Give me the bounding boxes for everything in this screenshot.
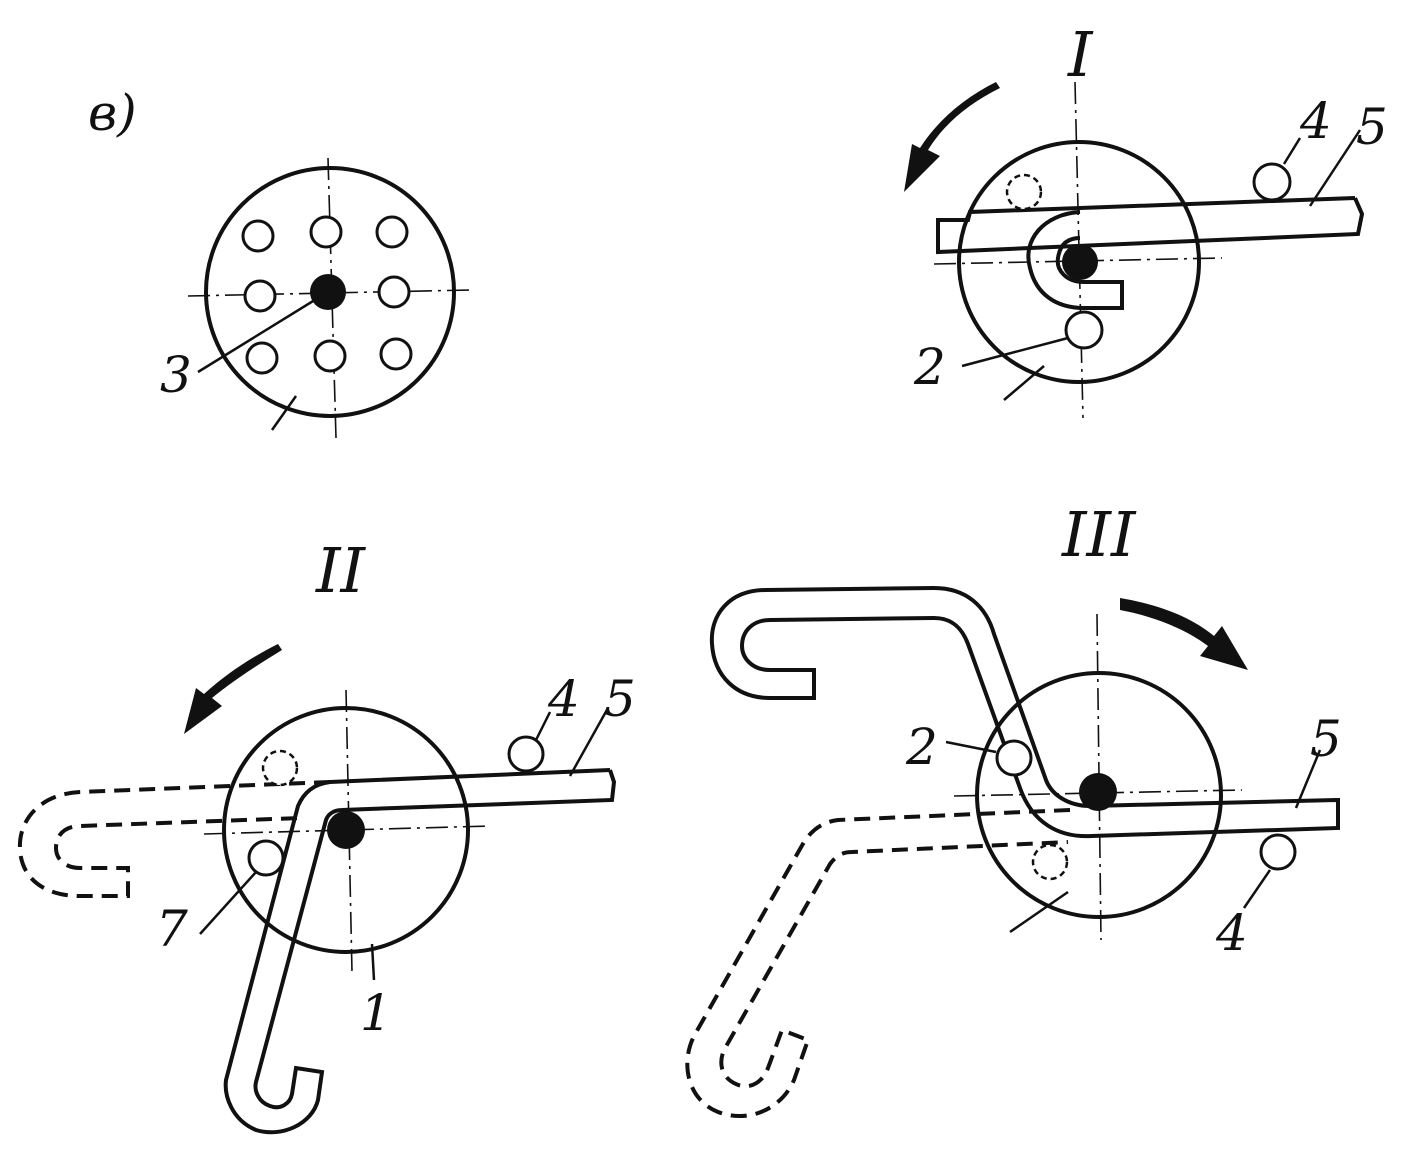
leader-line-disk bbox=[370, 943, 376, 981]
label-hub: 3 bbox=[160, 346, 192, 404]
pin-hole bbox=[241, 219, 275, 253]
rotation-arrow-ccw bbox=[184, 644, 282, 734]
workpiece-bar bbox=[223, 768, 617, 1135]
pin-hole bbox=[309, 215, 343, 249]
label-bar: 5 bbox=[604, 670, 636, 728]
rotation-arrow-cw bbox=[1120, 598, 1248, 670]
label-bar: 5 bbox=[1310, 710, 1342, 768]
stage-label-III: III bbox=[1061, 498, 1137, 571]
stop-pin-dashed bbox=[1005, 173, 1043, 211]
leader-line-bar bbox=[568, 707, 610, 777]
workpiece-hook bbox=[1026, 210, 1124, 310]
label-bar: 5 bbox=[1356, 98, 1388, 156]
workpiece-previous-position bbox=[685, 808, 1071, 1118]
label-pin: 2 bbox=[905, 718, 938, 776]
label-pin: 2 bbox=[913, 338, 946, 396]
leader-line-pin bbox=[199, 871, 257, 935]
workpiece-bar bbox=[709, 585, 1340, 839]
stop-pin-dashed bbox=[1031, 843, 1069, 881]
leader-line-disk bbox=[1003, 365, 1045, 401]
pin-hole bbox=[243, 279, 277, 313]
central-hub bbox=[310, 274, 346, 310]
pin-hole bbox=[313, 339, 347, 373]
panel-disk-with-holes: в) 3 bbox=[88, 84, 471, 439]
horizontal-axis bbox=[203, 825, 491, 835]
bending-pin bbox=[995, 739, 1033, 777]
stage-three: III 2 5 4 bbox=[685, 498, 1342, 1118]
leader-line-bar bbox=[1308, 129, 1362, 207]
central-hub bbox=[1079, 773, 1117, 811]
workpiece-previous-position bbox=[17, 780, 331, 898]
leader-line-roller bbox=[1242, 869, 1272, 909]
stage-label-I: I bbox=[1067, 18, 1094, 91]
label-pin: 7 bbox=[156, 900, 188, 958]
panel-letter: в) bbox=[88, 84, 137, 142]
label-roller: 4 bbox=[1215, 904, 1248, 962]
pin-hole bbox=[379, 337, 413, 371]
leader-line-pin bbox=[961, 336, 1069, 368]
horizontal-axis bbox=[953, 789, 1243, 797]
leader-line-roller bbox=[534, 711, 552, 741]
stage-two: II 7 1 4 5 bbox=[17, 534, 636, 1135]
leader-line-pin bbox=[945, 740, 997, 754]
leader-line-hub bbox=[197, 296, 319, 374]
label-disk: 1 bbox=[360, 984, 392, 1042]
bending-pin bbox=[1064, 310, 1104, 350]
leader-line-disk bbox=[270, 395, 298, 431]
pin-hole bbox=[377, 275, 411, 309]
support-roller bbox=[1252, 162, 1292, 202]
leader-line-disk bbox=[1009, 890, 1069, 934]
bending-disk bbox=[975, 671, 1223, 919]
support-roller bbox=[507, 735, 545, 773]
label-roller: 4 bbox=[547, 670, 580, 728]
pin-hole bbox=[245, 341, 279, 375]
central-hub bbox=[1062, 244, 1098, 280]
central-hub bbox=[327, 811, 365, 849]
stage-one: I 2 4 5 bbox=[904, 18, 1388, 419]
pin-hole bbox=[375, 215, 409, 249]
label-roller: 4 bbox=[1299, 92, 1332, 150]
bending-pin bbox=[247, 839, 285, 877]
horizontal-axis bbox=[933, 257, 1223, 265]
leader-line-roller bbox=[1282, 137, 1302, 165]
bending-disk bbox=[204, 166, 456, 418]
bending-disk bbox=[957, 140, 1201, 384]
workpiece-bar bbox=[936, 196, 1365, 255]
rotation-arrow-ccw bbox=[904, 82, 1000, 192]
support-roller bbox=[1259, 833, 1297, 871]
stage-label-II: II bbox=[315, 534, 366, 607]
leader-line-bar bbox=[1294, 749, 1322, 809]
stop-pin-dashed bbox=[261, 749, 299, 787]
